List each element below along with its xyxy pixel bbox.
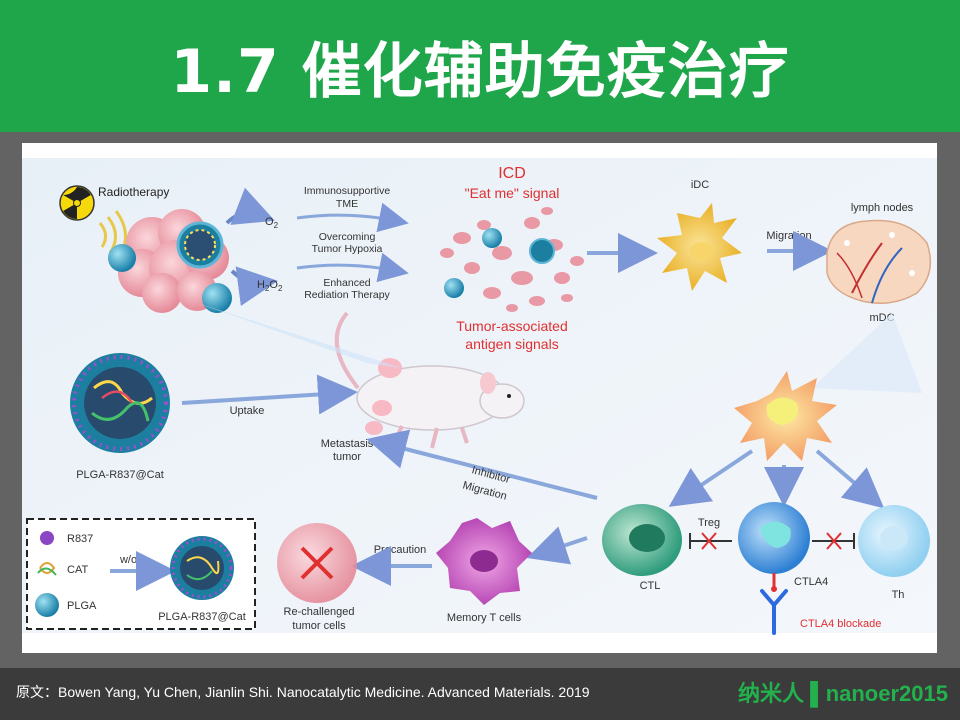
plga-main-label: PLGA-R837@Cat — [76, 469, 164, 481]
th-label: Th — [892, 589, 905, 601]
overcoming-line2: Tumor Hypoxia — [312, 243, 383, 255]
metastasis-line1: Metastasis — [321, 438, 374, 450]
tumor-beam — [197, 303, 402, 368]
th-inhibition-symbol — [812, 532, 855, 550]
nanoparticle-icd — [529, 238, 555, 264]
legend-plga-product-label: PLGA-R837@Cat — [158, 611, 246, 623]
enhanced-line2: Rediation Therapy — [304, 289, 390, 301]
ctla4-receptor — [771, 573, 777, 592]
rechallenged-tumor — [277, 523, 357, 603]
footer-bar — [0, 668, 960, 720]
r837-icon — [40, 531, 54, 545]
source-citation: 原文：Bowen Yang, Yu Chen, Jianlin Shi. Nan… — [16, 684, 590, 700]
taa-line2: antigen signals — [465, 336, 558, 352]
ctla4-label: CTLA4 — [794, 576, 828, 588]
nanoparticle-small — [482, 228, 502, 248]
plga-particle-large — [70, 353, 170, 453]
radiation-icon — [59, 185, 95, 221]
arrow-to-o2 — [225, 187, 275, 225]
plga-icon — [35, 593, 59, 617]
overcoming-line1: Overcoming — [319, 231, 376, 243]
tumor-debris — [440, 207, 584, 312]
arrow-mdc-th — [815, 449, 885, 509]
inhibitor-arrow — [366, 429, 598, 500]
antibody-icon — [760, 589, 788, 635]
arrow-to-h2o2 — [230, 266, 278, 306]
precaution-label: Precaution — [374, 544, 427, 556]
treg-cell — [738, 502, 810, 574]
enhanced-arrow — [296, 252, 409, 283]
enhanced-line1: Enhanced — [323, 277, 370, 289]
uptake-label: Uptake — [230, 405, 265, 417]
o2-label: O2 — [265, 216, 279, 230]
arrow-ctl-memory — [526, 526, 588, 565]
treg-label: Treg — [698, 517, 720, 529]
idc-label: iDC — [691, 179, 709, 191]
figure-panel: Radiotherapy O2 H2O2 Immunosupp — [22, 143, 937, 653]
h2o2-label: H2O2 — [257, 279, 283, 293]
uptake-arrow — [181, 374, 358, 415]
mechanism-diagram: Radiotherapy O2 H2O2 Immunosupp — [22, 158, 937, 635]
tme-line2: TME — [336, 198, 358, 210]
migration-label: Migration — [766, 230, 811, 242]
metastasis-line2: tumor — [333, 451, 361, 463]
memory-t-label: Memory T cells — [447, 612, 522, 624]
treg-inhibition-symbol — [689, 532, 732, 550]
radiotherapy-label: Radiotherapy — [98, 185, 169, 199]
taa-line1: Tumor-associated — [456, 318, 568, 334]
rechallenged-line2: tumor cells — [292, 620, 346, 632]
rechallenged-line1: Re-challenged — [284, 606, 355, 618]
ctl-cell — [602, 504, 682, 576]
legend-box: R837 CAT PLGA w/o/w PLGA-R837@Cat — [26, 518, 256, 630]
legend-cat-label: CAT — [67, 564, 88, 576]
idc-cell — [657, 203, 742, 291]
legend-plga-label: PLGA — [67, 600, 97, 612]
ctl-label: CTL — [640, 580, 661, 592]
lymph-beam — [812, 313, 922, 393]
mouse-illustration — [334, 311, 525, 449]
arrow-mdc-ctl — [668, 449, 754, 507]
wow-label: w/o/w — [119, 554, 148, 566]
eat-me-label: "Eat me" signal — [465, 185, 560, 201]
lymph-node — [826, 219, 932, 304]
cat-icon — [37, 562, 57, 576]
memory-t-cell — [436, 518, 532, 605]
icd-label: ICD — [498, 165, 526, 182]
ctla4-blockade-label: CTLA4 blockade — [800, 618, 881, 630]
legend-r837-label: R837 — [67, 533, 93, 545]
nanoparticle-small-2 — [444, 278, 464, 298]
brand-watermark: 纳米人 ▌nanoer2015 — [738, 681, 948, 706]
lymph-nodes-label: lymph nodes — [851, 202, 914, 214]
th-cell — [858, 505, 930, 577]
tme-arrow — [296, 202, 409, 233]
slide-title: 1.7 催化辅助免疫治疗 — [170, 36, 790, 107]
tumor-cluster — [108, 209, 232, 313]
title-bar — [0, 0, 960, 132]
tme-line1: Immunosupportive — [304, 185, 391, 197]
mdc-cell — [734, 371, 837, 461]
